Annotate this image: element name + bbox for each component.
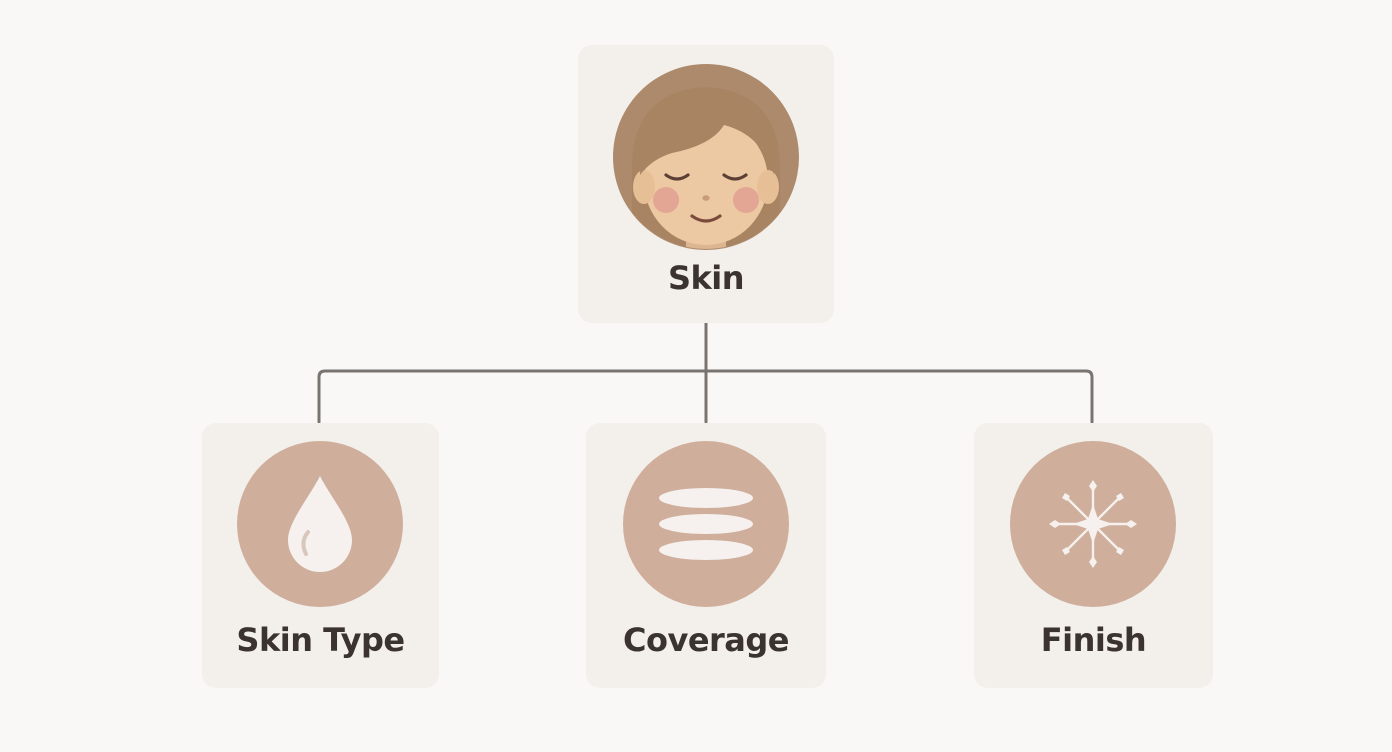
child-node-label: Coverage — [622, 621, 790, 659]
child-node-label: Finish — [1040, 621, 1147, 659]
root-node-label: Skin — [667, 259, 745, 297]
root-node-skin: Skin — [578, 45, 834, 323]
sparkle-icon — [1009, 440, 1177, 608]
water-drop-icon — [236, 440, 404, 608]
face-icon — [612, 63, 800, 251]
layers-icon — [622, 440, 790, 608]
child-node-coverage: Coverage — [586, 423, 826, 688]
child-node-skin-type: Skin Type — [202, 423, 439, 688]
child-node-label: Skin Type — [236, 621, 405, 659]
child-node-finish: Finish — [974, 423, 1213, 688]
